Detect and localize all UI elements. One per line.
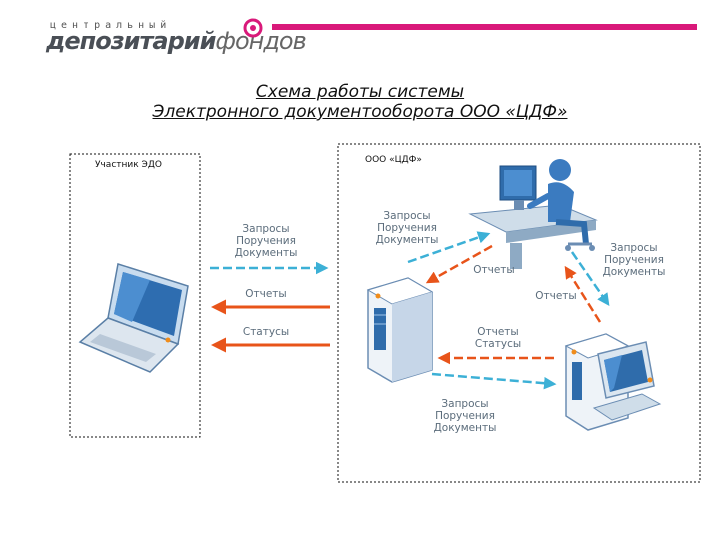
title-line-2: Электронного документооборота ООО «ЦДФ» <box>152 102 568 122</box>
label-line: Запросы <box>610 242 658 254</box>
diagram-title: Схема работы системы Электронного докуме… <box>0 82 720 122</box>
label-line: Запросы <box>383 210 431 222</box>
label-line: Документы <box>234 247 298 259</box>
label-reports-right: Отчеты <box>535 290 577 302</box>
cdf-box <box>337 143 701 483</box>
label-line: Поручения <box>236 235 296 247</box>
server-icon <box>366 277 434 383</box>
label-line: Поручения <box>435 410 495 422</box>
label-reports-statuses: Отчеты Статусы <box>458 326 538 350</box>
title-line-1: Схема работы системы <box>255 82 465 102</box>
arrow-requests-center <box>407 231 491 264</box>
label-line: Документы <box>375 234 439 246</box>
participant-label: Участник ЭДО <box>95 160 162 170</box>
label-requests-center: Запросы Поручения Документы <box>367 210 447 246</box>
label-requests-left: Запросы Поручения Документы <box>226 223 306 259</box>
arrow-requests-right <box>570 251 610 307</box>
label-line: Запросы <box>242 223 290 235</box>
label-line: Поручения <box>604 254 664 266</box>
label-line: Отчеты <box>477 326 519 338</box>
participant-box <box>69 153 201 438</box>
label-line: Запросы <box>441 398 489 410</box>
desktop-computer-icon <box>564 333 662 431</box>
label-statuses-left: Статусы <box>242 326 290 338</box>
user-workstation-icon <box>468 159 598 269</box>
label-reports-left: Отчеты <box>245 288 287 300</box>
label-requests-bottom: Запросы Поручения Документы <box>425 398 505 434</box>
label-line: Документы <box>602 266 666 278</box>
laptop-icon <box>78 263 189 373</box>
arrow-requests-bottom <box>431 372 557 390</box>
label-line: Документы <box>433 422 497 434</box>
logo-top-text: центральный <box>50 20 172 31</box>
arrow-reports-right <box>564 265 602 323</box>
label-requests-right: Запросы Поручения Документы <box>594 242 674 278</box>
logo-bold: депозитарий <box>46 27 216 55</box>
label-line: Поручения <box>377 222 437 234</box>
label-reports-center: Отчеты <box>473 264 515 276</box>
logo-ring-icon <box>243 18 263 38</box>
label-line: Статусы <box>474 338 522 350</box>
cdf-label: ООО «ЦДФ» <box>365 155 422 165</box>
brand-bar <box>272 24 697 30</box>
